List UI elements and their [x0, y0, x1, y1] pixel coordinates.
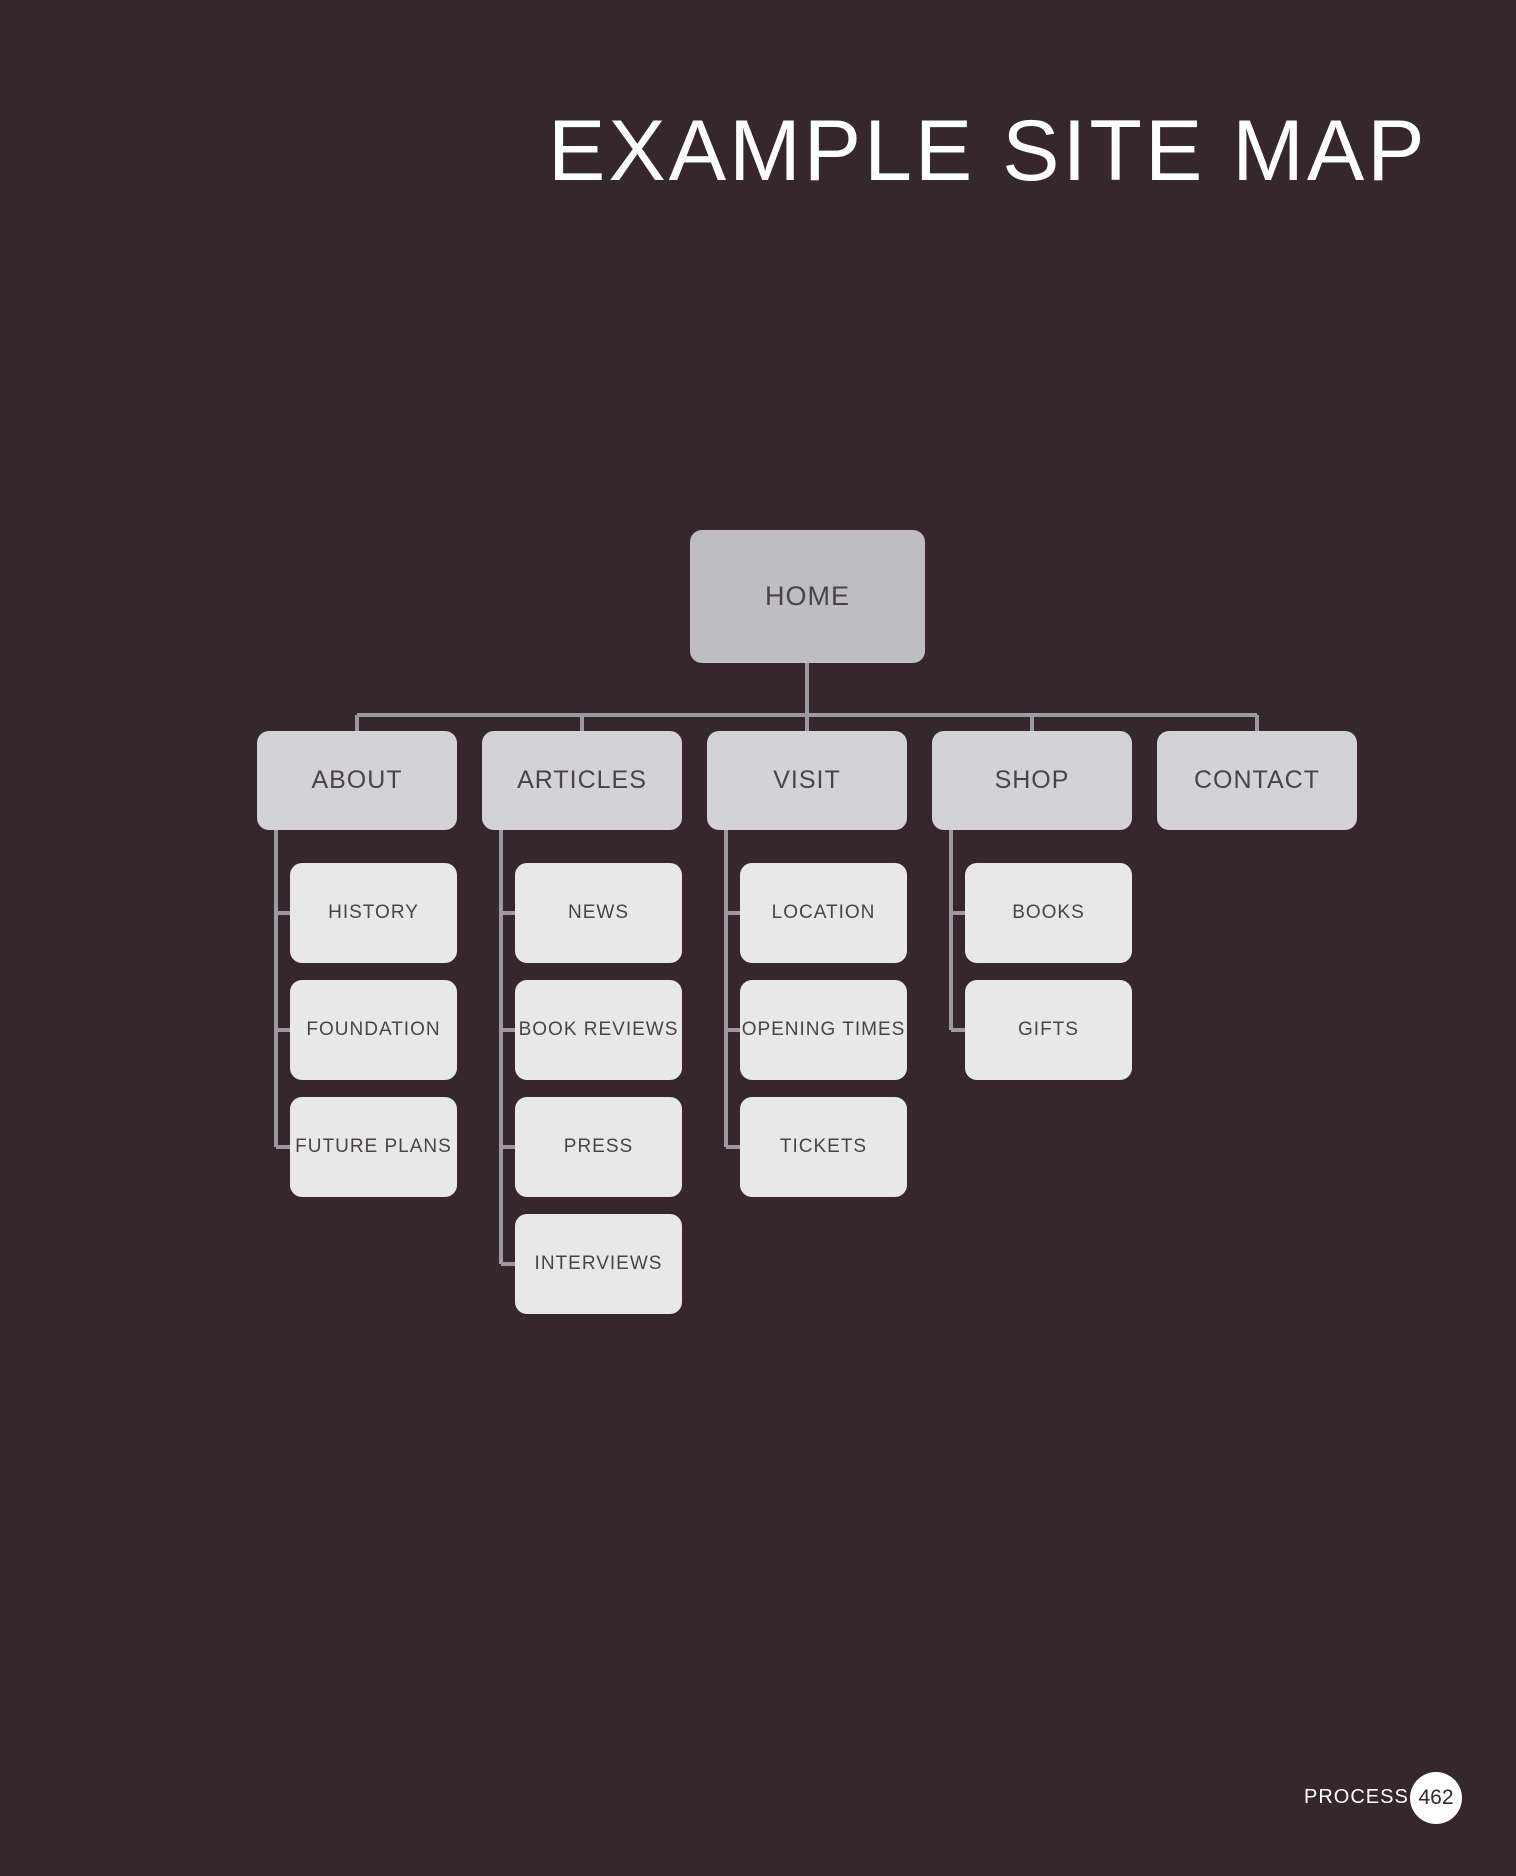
page-node-book-reviews: BOOK REVIEWS: [515, 980, 682, 1080]
section-node-about: ABOUT: [257, 731, 457, 830]
page-node-history: HISTORY: [290, 863, 457, 963]
page-number-badge: 462: [1410, 1772, 1462, 1824]
page-node-books: BOOKS: [965, 863, 1132, 963]
page-node-press: PRESS: [515, 1097, 682, 1197]
section-node-articles: ARTICLES: [482, 731, 682, 830]
page-title: EXAMPLE SITE MAP: [548, 103, 1428, 199]
home-node: HOME: [690, 530, 925, 663]
page-node-gifts: GIFTS: [965, 980, 1132, 1080]
page-node-future-plans: FUTURE PLANS: [290, 1097, 457, 1197]
page-node-interviews: INTERVIEWS: [515, 1214, 682, 1314]
section-node-visit: VISIT: [707, 731, 907, 830]
footer-section-label: PROCESS: [1304, 1786, 1409, 1808]
page-node-foundation: FOUNDATION: [290, 980, 457, 1080]
page-node-opening-times: OPENING TIMES: [740, 980, 907, 1080]
page-node-tickets: TICKETS: [740, 1097, 907, 1197]
page-node-news: NEWS: [515, 863, 682, 963]
page-node-location: LOCATION: [740, 863, 907, 963]
section-node-contact: CONTACT: [1157, 731, 1357, 830]
section-node-shop: SHOP: [932, 731, 1132, 830]
